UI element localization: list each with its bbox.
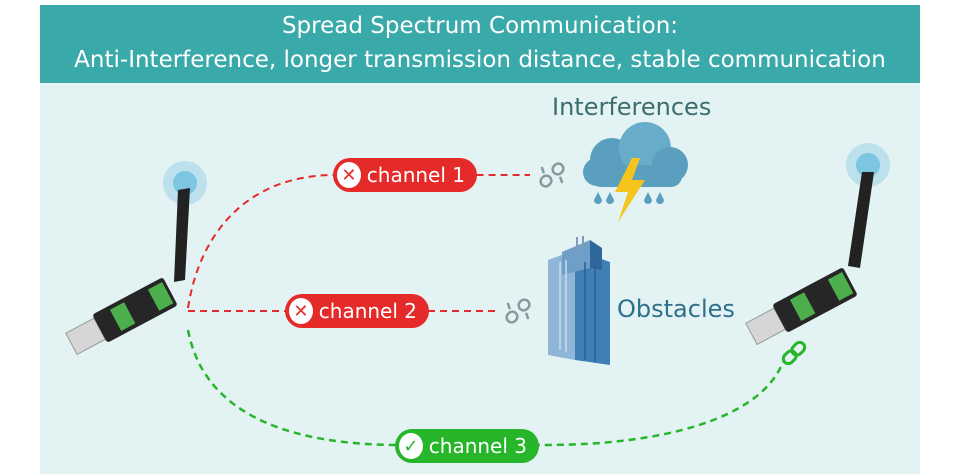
obstacles-label: Obstacles: [617, 295, 735, 323]
channel-3-label: channel 3: [428, 434, 527, 458]
broken-link-icon: [539, 162, 565, 188]
interferences-label: Interferences: [552, 93, 712, 121]
title-banner: Spread Spectrum Communication: Anti-Inte…: [40, 5, 920, 83]
building-icon: [548, 236, 610, 365]
link-icon: [781, 340, 807, 366]
cross-icon: ✕: [289, 298, 313, 324]
channel-3-pill: ✓ channel 3: [395, 429, 539, 463]
broken-link-icon: [505, 298, 531, 324]
channel-2-label: channel 2: [318, 299, 417, 323]
antenna-icon: [65, 161, 207, 356]
banner-title: Spread Spectrum Communication:: [281, 13, 679, 39]
channel-1-label: channel 1: [366, 163, 465, 187]
banner-subtitle: Anti-Interference, longer transmission d…: [74, 47, 886, 73]
cross-icon: ✕: [337, 162, 361, 188]
diagram-panel: [40, 83, 920, 474]
check-icon: ✓: [399, 433, 423, 459]
channel-1-pill: ✕ channel 1: [333, 158, 477, 192]
channel-3-link: [186, 329, 785, 447]
channel-1-link: [187, 174, 530, 309]
channel-2-pill: ✕ channel 2: [285, 294, 429, 328]
antenna-icon: [745, 143, 890, 346]
storm-cloud-icon: [583, 122, 688, 222]
